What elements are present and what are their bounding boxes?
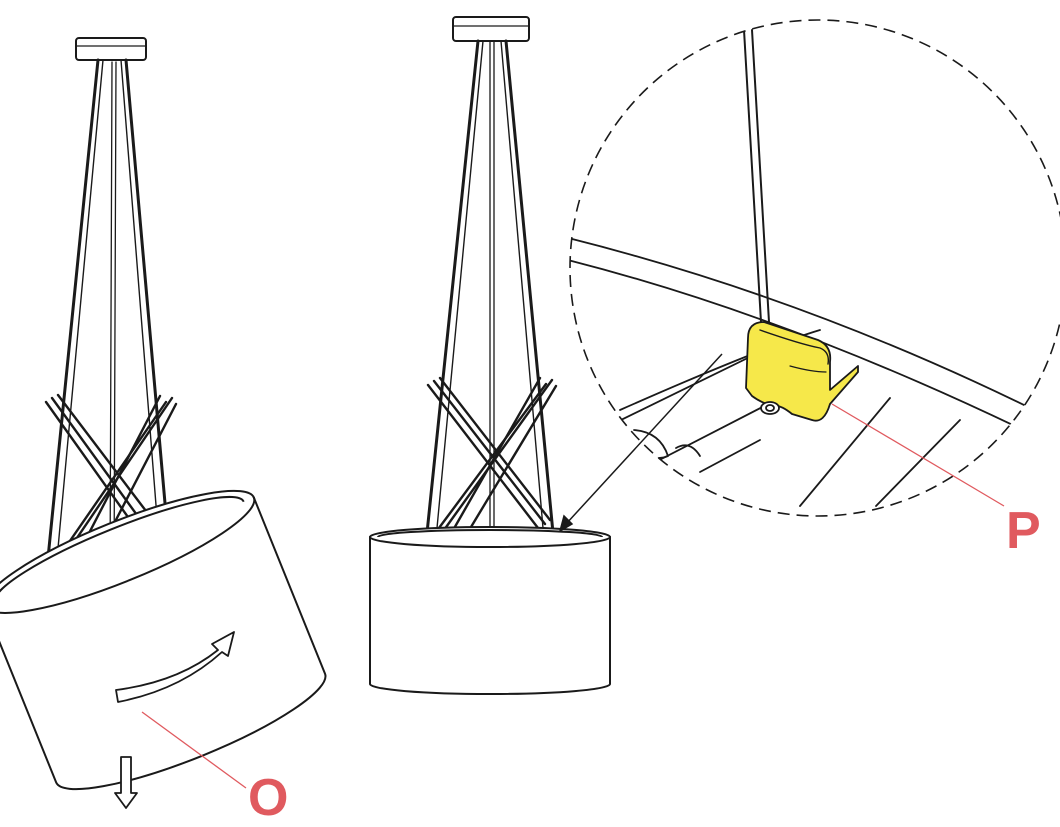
leader-line-p xyxy=(831,403,1005,507)
down-arrow-icon xyxy=(114,756,138,809)
right-lamp xyxy=(369,16,611,695)
curved-arrow-icon xyxy=(115,631,235,703)
callout-label-p: P xyxy=(1006,502,1041,560)
left-crossing-struts xyxy=(44,393,178,572)
leader-line-o xyxy=(141,711,247,789)
left-lamp xyxy=(0,37,327,809)
left-ceiling-canopy xyxy=(75,37,147,61)
right-drum-shade xyxy=(369,526,611,695)
detail-pointer-arrow xyxy=(558,353,723,533)
right-crossing-struts xyxy=(426,376,558,534)
callout-label-o: O xyxy=(248,769,289,827)
left-suspension-cables xyxy=(44,58,172,581)
detail-magnifier xyxy=(569,19,1060,517)
right-ceiling-canopy xyxy=(452,16,530,42)
